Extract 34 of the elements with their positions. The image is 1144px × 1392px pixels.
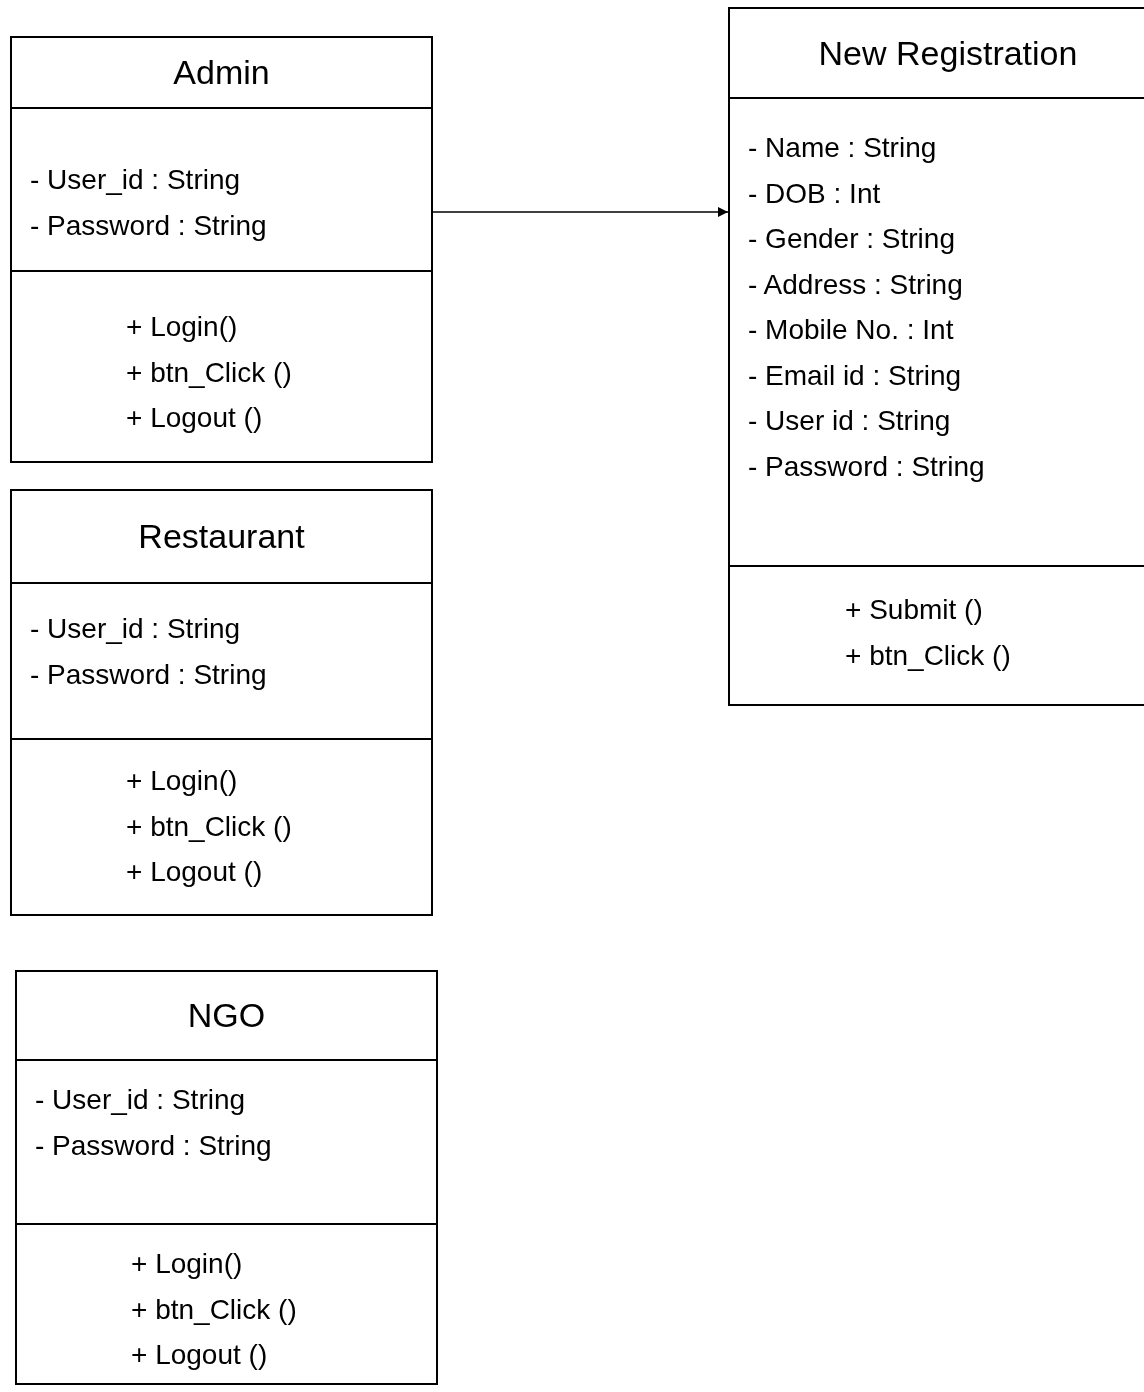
class-name: Restaurant bbox=[138, 517, 305, 556]
attribute: - User id : String bbox=[748, 404, 951, 438]
attribute: - User_id : String bbox=[30, 612, 241, 646]
method: + btn_Click () bbox=[845, 638, 1011, 673]
method: + Logout () bbox=[126, 855, 263, 889]
class-name: Admin bbox=[173, 53, 270, 92]
attribute: - Email id : String bbox=[748, 358, 962, 393]
class-box bbox=[728, 7, 1144, 706]
association-arrow bbox=[432, 207, 729, 217]
method: + btn_Click () bbox=[131, 1292, 297, 1327]
attribute: - Password : String bbox=[30, 657, 267, 692]
method: + btn_Click () bbox=[126, 355, 292, 390]
class-box bbox=[15, 970, 438, 1385]
attribute: - Password : String bbox=[35, 1128, 272, 1163]
attribute: - Name : String bbox=[748, 131, 937, 165]
attribute: - DOB : Int bbox=[748, 176, 881, 211]
attribute: - User_id : String bbox=[35, 1083, 246, 1117]
method: + btn_Click () bbox=[126, 809, 292, 844]
method: + Login() bbox=[126, 764, 238, 798]
class-name: New Registration bbox=[818, 33, 1078, 73]
method: + Login() bbox=[131, 1247, 243, 1281]
method: + Submit () bbox=[845, 593, 983, 627]
attribute: - Gender : String bbox=[748, 222, 955, 256]
class-box bbox=[10, 36, 433, 463]
method: + Login() bbox=[126, 310, 238, 344]
class-box bbox=[10, 489, 433, 916]
attribute: - User_id : String bbox=[30, 163, 241, 197]
method: + Logout () bbox=[131, 1338, 268, 1372]
attribute: - Mobile No. : Int bbox=[748, 313, 954, 347]
method: + Logout () bbox=[126, 401, 263, 435]
class-name: NGO bbox=[187, 996, 266, 1035]
attribute: - Address : String bbox=[748, 267, 963, 302]
attribute: - Password : String bbox=[748, 449, 985, 484]
attribute: - Password : String bbox=[30, 208, 267, 243]
